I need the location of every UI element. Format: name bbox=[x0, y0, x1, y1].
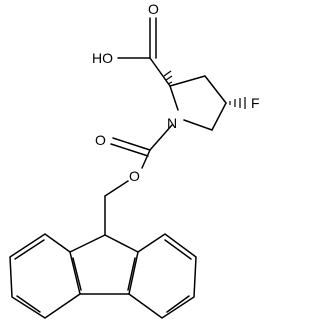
right-ring-double-2 bbox=[166, 295, 190, 313]
pyrrolidine-ring bbox=[169, 75, 227, 131]
bond-c5-n bbox=[183, 119, 213, 131]
atom-label-carbamate-carbonyl-oxygen: O bbox=[95, 132, 106, 148]
bond-carbamate-c-o-double-b bbox=[110, 143, 149, 157]
left-ring-double-2 bbox=[16, 295, 41, 313]
left-ring-double-1 bbox=[72, 257, 82, 291]
right-ring-double-1 bbox=[127, 257, 136, 291]
bond-ester-o-ch2 bbox=[104, 180, 129, 197]
bond-n-carbonyl-c bbox=[149, 124, 173, 151]
chemical-structure-diagram: O HO N F O O bbox=[9, 1, 260, 319]
bond-c4-c5 bbox=[211, 102, 227, 131]
carboxylic-acid-group bbox=[117, 17, 171, 87]
right-benzene-ring bbox=[128, 233, 197, 319]
bond-c2-c3 bbox=[169, 75, 206, 87]
stereo-hash-c2 bbox=[163, 70, 173, 85]
left-ring-double-3 bbox=[14, 239, 45, 260]
bond-c9-left bbox=[69, 234, 106, 253]
atom-label-hydroxyl: HO bbox=[92, 50, 113, 66]
atom-label-ester-oxygen: O bbox=[129, 168, 140, 184]
right-ring-double-3 bbox=[164, 239, 192, 260]
bond-c9-right bbox=[104, 234, 139, 253]
bond-c-ester-o bbox=[141, 149, 151, 169]
atom-label-acid-carbonyl-oxygen: O bbox=[148, 1, 159, 17]
bond-n-c2 bbox=[169, 85, 179, 111]
carbamate-group bbox=[104, 124, 173, 236]
left-benzene-ring bbox=[9, 233, 81, 319]
bond-c3-c4 bbox=[204, 75, 227, 104]
fluorene-ring-system bbox=[9, 233, 197, 319]
bond-acid-c-to-ring bbox=[149, 57, 171, 87]
atom-label-ring-nitrogen: N bbox=[167, 115, 177, 131]
atom-label-fluorine: F bbox=[251, 95, 260, 111]
bond-carbamate-c-o-double-a bbox=[112, 137, 151, 151]
stereo-hash-c4-f bbox=[229, 97, 246, 109]
